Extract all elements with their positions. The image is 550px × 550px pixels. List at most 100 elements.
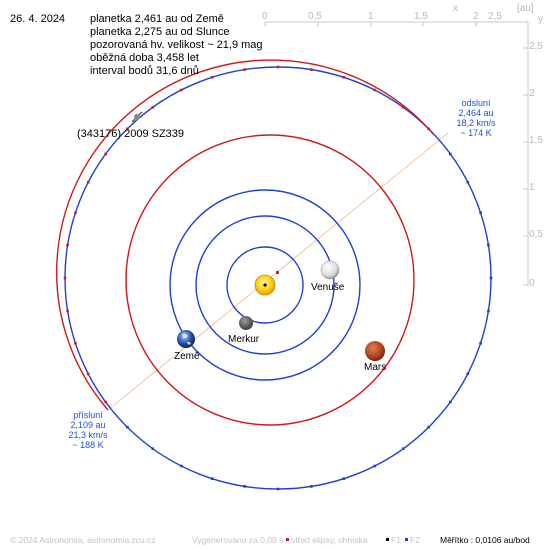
orbit-point	[449, 400, 452, 404]
asteroid-marker	[131, 111, 143, 123]
y-tick-1: 1	[529, 182, 535, 193]
sun-focus-dot	[263, 283, 267, 287]
orbit-point	[310, 485, 313, 488]
orbit-points	[63, 65, 493, 491]
orbit-point	[86, 372, 90, 376]
orbit-point	[449, 152, 452, 156]
orbit-point	[63, 276, 67, 280]
y-tick-1-5: 1,5	[529, 135, 543, 146]
footer-generated: Vygenerováno za 0,09 s	[192, 535, 284, 545]
x-tick-0: 0	[262, 11, 268, 22]
orbit-point	[180, 464, 183, 468]
venus	[320, 260, 340, 280]
orbit-point	[180, 88, 183, 92]
perihelion-label: přísluní 2,109 au 21,3 km/s ~ 188 K	[62, 410, 114, 450]
orbit-point	[401, 447, 405, 450]
perihelion-temperature: ~ 188 K	[72, 440, 104, 450]
earth-label: Země	[174, 351, 200, 362]
orbit-point	[487, 309, 490, 313]
aphelion-temperature: ~ 174 K	[460, 128, 492, 138]
legend-center-marker	[286, 538, 289, 541]
y-axis-end-label: y	[538, 14, 543, 25]
info-line-distance-sun: planetka 2,275 au od Slunce	[90, 26, 230, 38]
orbit-point	[479, 211, 482, 215]
mercury-label: Merkur	[228, 334, 260, 345]
footer-copyright: © 2024 Astronomia, astronomia.zcu.cz	[10, 535, 156, 545]
y-tick-0-5: 0,5	[529, 229, 543, 240]
perihelion-title: přísluní	[73, 410, 103, 420]
x-axis-unit: [au]	[517, 3, 534, 14]
orbit-point	[243, 485, 246, 488]
orbit-point	[66, 309, 69, 313]
y-tick-2: 2	[529, 88, 535, 99]
orbit-point	[86, 180, 90, 184]
orbit-point	[276, 487, 280, 491]
x-tick-2: 2	[473, 11, 479, 22]
mars-orbit	[125, 134, 415, 426]
info-line-distance-earth: planetka 2,461 au od Země	[90, 13, 224, 25]
orbit-point	[151, 447, 155, 450]
info-line-period: oběžná doba 3,458 let	[90, 52, 199, 64]
orbit-point	[401, 106, 405, 109]
earth-land	[182, 333, 191, 345]
footer-f1: F1	[391, 535, 401, 545]
orbit-point	[210, 76, 214, 79]
venus-label: Venuše	[311, 282, 345, 293]
x-tick-0-5: 0,5	[308, 11, 322, 22]
orbit-point	[243, 68, 246, 71]
footer-f2: F2	[410, 535, 420, 545]
aphelion-distance: 2,464 au	[458, 108, 494, 118]
orbit-point	[310, 68, 313, 71]
ellipse-center-marker	[276, 271, 279, 274]
asteroid-orbit-front	[55, 59, 435, 411]
x-axis-end-label: x	[453, 3, 458, 14]
orbit-point	[373, 464, 376, 468]
x-tick-1: 1	[368, 11, 374, 22]
info-line-point-interval: interval bodů 31,6 dnů	[90, 65, 199, 77]
x-tick-2-5: 2,5	[488, 11, 502, 22]
orbit-point	[342, 76, 346, 79]
orbit-point	[126, 425, 129, 429]
orbit-point	[151, 106, 155, 109]
earth	[177, 330, 195, 348]
mercury	[239, 316, 253, 330]
orbit-point	[489, 276, 493, 280]
mercury-orbit	[226, 246, 304, 324]
mars-label: Mars	[364, 362, 387, 373]
legend-f2-marker	[405, 538, 408, 541]
orbit-point	[466, 180, 470, 184]
orbit-point	[74, 211, 77, 215]
aphelion-speed: 18,2 km/s	[456, 118, 496, 128]
x-tick-1-5: 1,5	[414, 11, 428, 22]
orbit-point	[74, 341, 77, 345]
orbit-point	[466, 372, 470, 376]
orbit-point	[104, 400, 107, 404]
orbit-point	[342, 477, 346, 480]
footer-scale: Měřítko : 0,0106 au/bod	[440, 535, 530, 545]
orbit-point	[479, 341, 482, 345]
orbit-point	[104, 152, 107, 156]
earth-orbit	[169, 189, 361, 381]
orbit-point	[487, 243, 490, 247]
legend-f1-marker	[386, 538, 389, 541]
y-tick-0: 0	[529, 278, 535, 289]
orbit-point	[126, 127, 129, 131]
info-line-magnitude: pozorovaná hv. velikost ~ 21,9 mag	[90, 39, 263, 51]
orbit-point	[210, 477, 214, 480]
orbit-point	[427, 127, 430, 131]
mars	[365, 341, 385, 361]
orbit-point	[373, 88, 376, 92]
orbit-point	[66, 243, 69, 247]
aphelion-label: odsluní 2,464 au 18,2 km/s ~ 174 K	[450, 98, 502, 138]
orbit-point	[427, 425, 430, 429]
orbit-point	[276, 65, 280, 69]
y-tick-2-5: 2,5	[529, 41, 543, 52]
perihelion-distance: 2,109 au	[70, 420, 106, 430]
venus-orbit	[195, 215, 335, 355]
asteroid-name: (343176) 2009 SZ339	[77, 128, 185, 140]
footer-center-legend: střed elipsy, ohniska	[291, 535, 368, 545]
perihelion-speed: 21,3 km/s	[68, 430, 108, 440]
aphelion-title: odsluní	[461, 98, 491, 108]
